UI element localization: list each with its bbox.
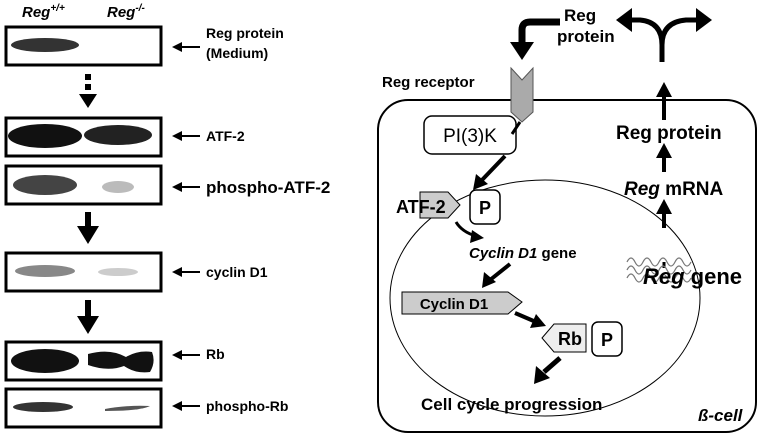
atf2-shape: [419, 191, 461, 219]
beta-cell-label: ß-cell: [698, 406, 744, 425]
dna-coil-icon: [626, 257, 692, 283]
blot-label-atf2: ATF-2: [206, 128, 245, 144]
pi3k-node: [423, 115, 517, 155]
cell-cycle-label: Cell cycle progression: [421, 395, 602, 414]
pointer-arrow: [172, 267, 182, 277]
blot-reg-protein-medium: [4, 25, 163, 67]
phosphate-label-rb: P: [601, 330, 613, 350]
arrow-cyclin-to-rb: [514, 311, 546, 328]
reg-receptor-label: Reg receptor: [382, 74, 475, 91]
arrow-atf2-to-gene: [454, 221, 484, 243]
header-reg-wt: Reg+/+: [22, 3, 65, 21]
blot-band: [98, 268, 138, 276]
blot-band: [102, 181, 134, 193]
arrow-gene-to-cyclin: [482, 262, 512, 288]
pointer-arrow: [172, 182, 182, 192]
reg-expression-arrows: [656, 82, 672, 268]
down-arrow: [77, 300, 99, 334]
blot-rb: [4, 340, 163, 382]
blot-label-cyclin-d1: cyclin D1: [206, 264, 268, 280]
reg-mrna-label: Reg mRNA: [624, 179, 724, 200]
label-pointer-arrows: [172, 42, 200, 411]
nucleus: [389, 179, 701, 417]
reg-protein-incoming-arrow: [510, 18, 560, 60]
blot-band: [84, 125, 152, 145]
pointer-arrow: [172, 350, 182, 360]
header-reg-ko: Reg-/-: [107, 3, 145, 21]
blot-label-reg-protein: Reg protein: [206, 25, 284, 41]
blot-label-phospho-atf2: phospho-ATF-2: [206, 178, 330, 197]
pi3k-label: PI(3)K: [443, 126, 497, 147]
dashed-down-arrow: [79, 74, 97, 108]
blot-atf2: [4, 116, 163, 158]
reg-protein-in-label-line2: protein: [557, 27, 615, 46]
arrow-pi3k-to-atf2: [473, 154, 507, 190]
rb-label: Rb: [558, 329, 582, 349]
blot-phospho-atf2: [4, 164, 163, 206]
blot-band: [105, 405, 150, 411]
blot-band: [11, 349, 79, 373]
arrowhead-left: [616, 8, 632, 32]
cyclin-d1-shape: [401, 291, 523, 315]
pointer-arrow: [172, 42, 182, 52]
pointer-arrow: [172, 401, 182, 411]
blot-label-rb: Rb: [206, 346, 225, 362]
pointer-arrow: [172, 131, 182, 141]
reg-protein-in-label-line1: Reg: [564, 6, 596, 25]
arrowhead-right: [696, 8, 712, 32]
blot-phospho-rb: [4, 387, 163, 429]
blot-band: [8, 124, 82, 148]
phosphate-badge-atf2: [469, 189, 501, 225]
phosphate-label-atf2: P: [479, 198, 491, 218]
blot-band: [88, 351, 154, 373]
reg-protein-secreted-arrow: [628, 17, 698, 62]
cyclin-d1-gene-label: Cyclin D1 gene: [469, 245, 577, 262]
reg-gene-label: Reg gene: [643, 264, 742, 289]
blot-band: [13, 402, 73, 412]
rb-shape: [541, 323, 587, 353]
blot-band: [13, 175, 77, 195]
cyclin-d1-label: Cyclin D1: [420, 296, 488, 313]
reg-receptor-icon: [510, 66, 534, 123]
atf2-label: ATF-2: [396, 197, 446, 217]
down-arrow: [77, 212, 99, 244]
blot-cyclin-d1: [4, 251, 163, 293]
reg-protein-out-label: Reg protein: [616, 123, 722, 144]
blot-band: [15, 265, 75, 277]
arrow-rb-to-cell-cycle: [534, 356, 562, 384]
blot-band: [11, 38, 79, 52]
connector-line: [510, 121, 522, 135]
blot-label-medium: (Medium): [206, 45, 268, 61]
blot-label-phospho-rb: phospho-Rb: [206, 398, 288, 414]
phosphate-badge-rb: [591, 321, 623, 357]
beta-cell-membrane: [377, 99, 757, 433]
